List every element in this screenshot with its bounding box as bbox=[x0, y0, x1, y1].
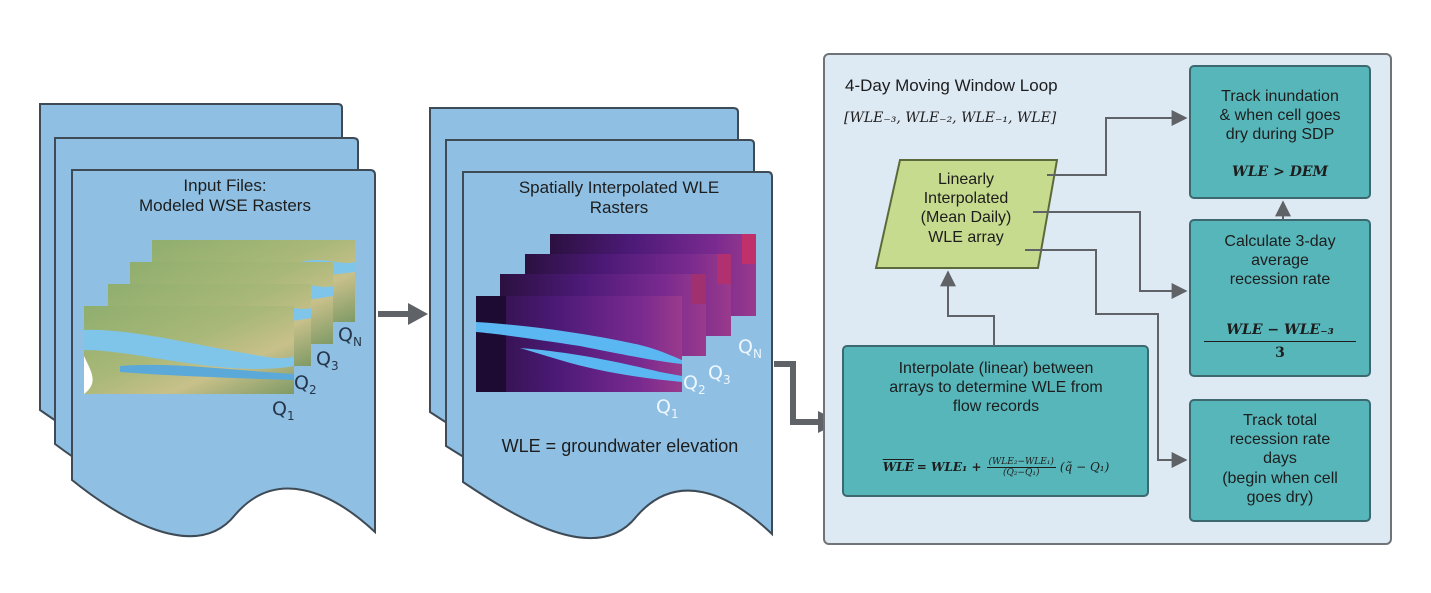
wle-label-q3: Q3 bbox=[708, 362, 731, 387]
inundation-label: Track inundation & when cell goes dry du… bbox=[1219, 88, 1341, 144]
input-stack-title: Input Files: Modeled WSE Rasters bbox=[139, 176, 311, 216]
arrow-array-to-recession bbox=[1033, 211, 1188, 299]
arrow-array-to-total bbox=[1025, 249, 1188, 468]
linear-array-parallelogram bbox=[874, 159, 1059, 269]
formula-frac-num: (WLE₂−WLE₁) bbox=[986, 456, 1056, 468]
formula-rhs-2: (q̃ − Q₁) bbox=[1059, 460, 1110, 474]
wle-label-qn: QN bbox=[738, 336, 762, 361]
interpolate-label: Interpolate (linear) between arrays to d… bbox=[889, 360, 1103, 416]
window-expression: [WLE₋₃, WLE₋₂, WLE₋₁, WLE] bbox=[844, 110, 1057, 126]
arrow-input-to-wle bbox=[378, 303, 428, 325]
linear-array-label: Linearly Interpolated (Mean Daily) WLE a… bbox=[920, 171, 1012, 246]
wle-label-q1: Q1 bbox=[656, 396, 679, 421]
wle-stack bbox=[429, 107, 773, 539]
input-label-q1: Q1 bbox=[272, 398, 295, 423]
recession-formula: WLE − WLE₋₃ 3 bbox=[1204, 322, 1356, 361]
input-stack bbox=[39, 103, 376, 537]
interpolate-box bbox=[842, 345, 1149, 497]
arrow-array-to-inundation bbox=[1047, 110, 1188, 176]
total-recession-label: Track total recession rate days (begin w… bbox=[1222, 412, 1338, 506]
wle-stack-title: Spatially Interpolated WLE Rasters bbox=[518, 178, 720, 218]
panel-title: 4-Day Moving Window Loop bbox=[845, 76, 1058, 95]
input-label-q3: Q3 bbox=[316, 348, 339, 373]
recession-denominator: 3 bbox=[1275, 345, 1285, 361]
arrow-interpolate-to-array bbox=[940, 270, 995, 346]
input-label-q2: Q2 bbox=[294, 372, 317, 397]
inundation-box bbox=[1189, 65, 1371, 199]
total-recession-box bbox=[1189, 399, 1371, 522]
connectors bbox=[940, 110, 1291, 468]
inundation-formula: WLE > DEM bbox=[1231, 164, 1329, 180]
recession-box bbox=[1189, 219, 1371, 377]
interpolate-formula: WLE = WLE₁ + (WLE₂−WLE₁) (Q₂−Q₁) (q̃ − Q… bbox=[848, 449, 1144, 485]
wle-label-q2: Q2 bbox=[683, 372, 706, 397]
recession-numerator: WLE − WLE₋₃ bbox=[1204, 322, 1356, 342]
formula-lhs: WLE bbox=[882, 460, 914, 474]
input-label-qn: QN bbox=[338, 324, 362, 349]
formula-rhs-1: = WLE₁ + bbox=[916, 460, 982, 474]
wle-raster-stack bbox=[476, 234, 756, 392]
terrain-raster-stack bbox=[84, 240, 355, 394]
recession-label: Calculate 3-day average recession rate bbox=[1224, 233, 1336, 289]
formula-fraction: (WLE₂−WLE₁) (Q₂−Q₁) bbox=[986, 456, 1056, 478]
formula-frac-den: (Q₂−Q₁) bbox=[1002, 467, 1040, 478]
wle-caption: WLE = groundwater elevation bbox=[501, 436, 739, 456]
